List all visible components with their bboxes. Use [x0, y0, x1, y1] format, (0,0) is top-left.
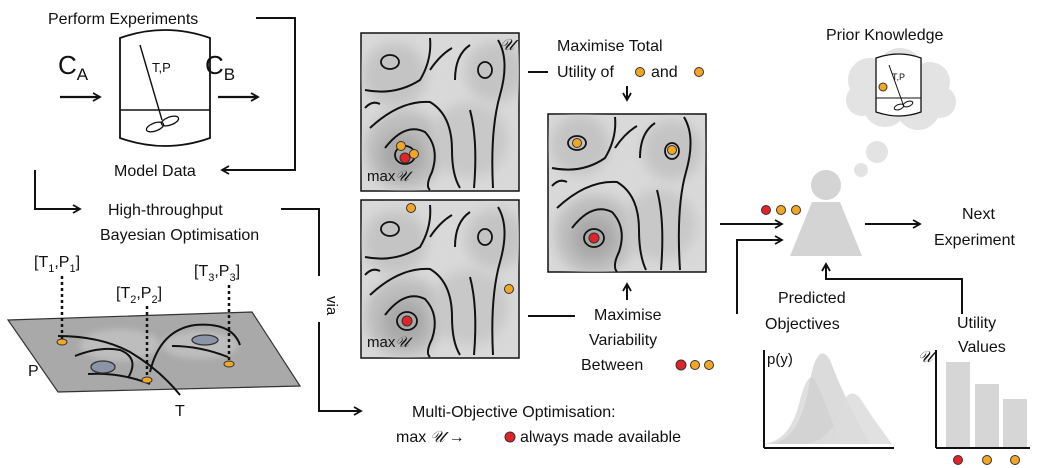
- pred-line1: Predicted: [778, 290, 846, 307]
- util-line2: Values: [958, 339, 1006, 356]
- util-orange-point-b: [1010, 455, 1020, 465]
- surface-ellipse-right: [191, 334, 219, 346]
- panel1-max-u-label: max𝒰: [367, 167, 413, 185]
- mvb-line3: Between: [581, 357, 643, 374]
- selected-orange-point-b: [791, 205, 801, 215]
- reactor-tp-label: T,P: [152, 60, 171, 75]
- util-orange-point-a: [982, 455, 992, 465]
- selected-red-point: [761, 205, 771, 215]
- mvb-orange-point-b: [704, 360, 714, 370]
- model-to-bo-arrow: [34, 170, 82, 214]
- perform-experiments-label: Perform Experiments: [48, 11, 198, 28]
- moo-line1: Multi-Objective Optimisation:: [412, 404, 616, 421]
- utility-to-person-arrow: [821, 262, 963, 314]
- person-icon: [790, 170, 862, 256]
- mtu-line2a: Utility of: [557, 64, 614, 81]
- panel3-orange-point-a: [572, 138, 582, 148]
- reactor-icon: T,P: [119, 29, 211, 147]
- selected-orange-point-a: [776, 205, 786, 215]
- axis-t-label: T: [175, 403, 185, 420]
- utility-panel-3: [547, 113, 707, 273]
- surface-point-3: [223, 360, 235, 368]
- panel2-orange-point-b: [504, 284, 514, 294]
- util-axis-label: 𝒰: [918, 347, 937, 366]
- panel1-orange-point-a: [396, 141, 406, 151]
- mtu-orange-point-b: [694, 67, 704, 77]
- via-label: via: [323, 296, 340, 316]
- next-line1: Next: [962, 206, 995, 223]
- ca-label: CA: [58, 50, 89, 84]
- panel2-red-point: [401, 315, 413, 327]
- panel3-orange-point-b: [667, 145, 677, 155]
- utility-panel-1: max𝒰 𝒰: [360, 32, 520, 192]
- cb-label: CB: [205, 50, 235, 84]
- panel1-orange-point-b: [409, 149, 419, 159]
- thought-cloud-icon: T,P: [846, 48, 956, 177]
- response-surface: [6, 276, 302, 396]
- model-data-label: Model Data: [114, 163, 196, 180]
- point3-label: [T3,P3]: [194, 263, 240, 284]
- utility-panel-2: max𝒰: [360, 199, 520, 359]
- util-line1: Utility: [957, 315, 996, 332]
- moo-line2-end: always made available: [520, 429, 681, 446]
- surface-point-1: [56, 338, 68, 346]
- mvb-red-point: [675, 359, 687, 371]
- mtu-line1: Maximise Total: [557, 38, 663, 55]
- prior-knowledge-label: Prior Knowledge: [826, 27, 944, 44]
- panel2-orange-point-a: [406, 203, 416, 213]
- panel1-red-point: [399, 152, 411, 164]
- utility-bar-2: [975, 384, 999, 448]
- util-red-point: [953, 455, 963, 465]
- surface-ellipse-left: [90, 360, 116, 374]
- surface-point-2: [141, 376, 153, 384]
- htbo-line1: High-throughput: [108, 202, 223, 219]
- htbo-line2: Bayesian Optimisation: [100, 227, 259, 244]
- bo-to-panels-line: [281, 208, 320, 276]
- mvb-line1: Maximise: [594, 307, 662, 324]
- utility-bar-3: [1003, 399, 1027, 448]
- thought-orange-point: [878, 82, 888, 92]
- py-label: p(y): [767, 351, 793, 368]
- thought-tp-label: T,P: [892, 72, 905, 82]
- mvb-orange-point-a: [690, 360, 700, 370]
- utility-bar-chart: 𝒰: [918, 347, 1030, 465]
- moo-red-point: [504, 431, 516, 443]
- predicted-to-person-arrow: [736, 235, 784, 314]
- via-to-moo-arrow: [318, 322, 363, 416]
- next-line2: Experiment: [934, 232, 1015, 249]
- distribution-plot: p(y): [760, 350, 894, 449]
- feedback-arrow: [220, 17, 296, 175]
- point2-label: [T2,P2]: [116, 285, 162, 306]
- axis-p-label: P: [28, 363, 39, 380]
- panel1-utility-symbol: 𝒰: [500, 35, 519, 54]
- mtu-line2b: and: [651, 64, 678, 81]
- utility-bar-1: [946, 362, 970, 448]
- point1-label: [T1,P1]: [34, 254, 80, 275]
- mtu-orange-point-a: [635, 67, 645, 77]
- pred-line2: Objectives: [765, 316, 840, 333]
- panel2-max-u-label: max𝒰: [367, 333, 413, 351]
- mvb-line2: Variability: [589, 332, 657, 349]
- panel3-red-point: [588, 232, 600, 244]
